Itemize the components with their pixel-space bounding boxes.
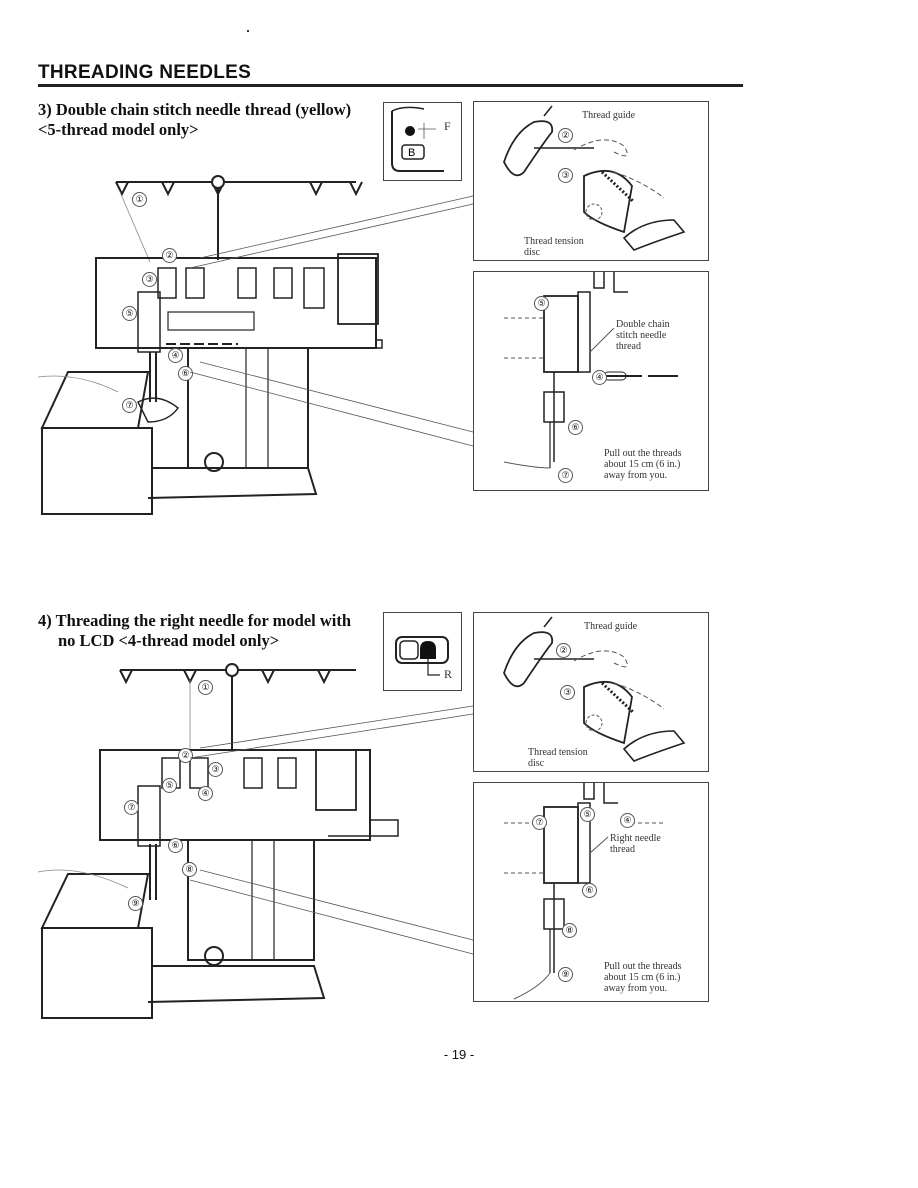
machine-number: ⑧ [182,862,197,877]
machine-number: ① [198,680,213,695]
machine-number: ⑥ [178,366,193,381]
section4-detail-tension: Thread guide Thread tension disc ② ③ [473,612,709,772]
callout-label-2: thread [610,844,635,855]
section3-selector-icon: B [391,106,444,172]
pull-label-1: Pull out the threads [604,961,682,972]
machine-number: ④ [168,348,183,363]
detail-number: ⑥ [582,883,597,898]
section4-heading: 4) Threading the right needle for model … [38,611,351,651]
page-title: THREADING NEEDLES [38,62,252,83]
needle-bar-drawing [504,783,664,1000]
page-number: - 19 - [443,1047,475,1062]
tension-disc-label-1: Thread tension [528,747,588,758]
pull-label-2: about 15 cm (6 in.) [604,972,681,983]
detail-number: ③ [558,168,573,183]
detail-number: ⑦ [558,468,573,483]
section3-detail-tension: Thread guide Thread tension disc ② ③ [473,101,709,261]
machine-number: ⑦ [124,800,139,815]
machine-number: ④ [198,786,213,801]
machine-number: ⑤ [162,778,177,793]
pull-label-3: away from you. [604,983,668,994]
tension-disc-label-2: disc [524,247,541,258]
serger-machine-drawing [37,663,399,1019]
callout-label-2: stitch needle [616,330,667,341]
section4-selector-icon [395,636,449,676]
title-underline [38,84,743,87]
pull-label-3: away from you. [604,470,668,481]
machine-number: ⑥ [168,838,183,853]
section4-heading-line1: 4) Threading the right needle for model … [38,611,352,630]
machine-number: ② [178,748,193,763]
callout-label-1: Double chain [616,319,670,330]
detail-number: ④ [620,813,635,828]
section4-selector-label: R [444,667,453,681]
machine-number: ⑦ [122,398,137,413]
section4-selector-box: R [383,612,462,691]
detail-number: ② [558,128,573,143]
detail-number: ③ [560,685,575,700]
section3-detail-needle: Double chain stitch needle thread Pull o… [473,271,709,491]
section4-detail-needle: Right needle thread Pull out the threads… [473,782,709,1002]
detail-number: ⑤ [534,296,549,311]
detail-number: ⑧ [562,923,577,938]
tension-disc-label-1: Thread tension [524,236,584,247]
svg-text:B: B [408,147,415,159]
machine-number: ① [132,192,147,207]
section4-machine-illustration: ① ② ③ ④ ⑤ ⑥ ⑦ ⑧ ⑨ [37,660,399,1032]
needle-bar-drawing [503,272,678,469]
tension-disc-drawing [503,105,686,251]
machine-number: ② [162,248,177,263]
machine-number: ⑨ [128,896,143,911]
tension-disc-label-2: disc [528,758,545,769]
callout-label-1: Right needle [610,833,661,844]
section3-heading-line2: <5-thread model only> [38,120,199,139]
section3-heading-line1: 3) Double chain stitch needle thread (ye… [38,100,352,119]
machine-number: ③ [208,762,223,777]
section3-selector-label: F [444,119,451,133]
tension-disc-drawing [503,616,686,762]
callout-label-3: thread [616,341,641,352]
pull-label-2: about 15 cm (6 in.) [604,459,681,470]
detail-number: ⑥ [568,420,583,435]
section3-selector-box: B F [383,102,462,181]
detail-number: ④ [592,370,607,385]
machine-number: ⑤ [122,306,137,321]
section3-heading: 3) Double chain stitch needle thread (ye… [38,100,351,140]
detail-number: ⑦ [532,815,547,830]
pull-label-1: Pull out the threads [604,448,682,459]
stray-mark [247,30,249,32]
detail-number: ⑨ [558,967,573,982]
machine-number: ③ [142,272,157,287]
thread-guide-label: Thread guide [582,110,636,121]
section4-heading-line2: no LCD <4-thread model only> [58,631,280,650]
detail-number: ② [556,643,571,658]
detail-number: ⑤ [580,807,595,822]
thread-guide-label: Thread guide [584,621,638,632]
